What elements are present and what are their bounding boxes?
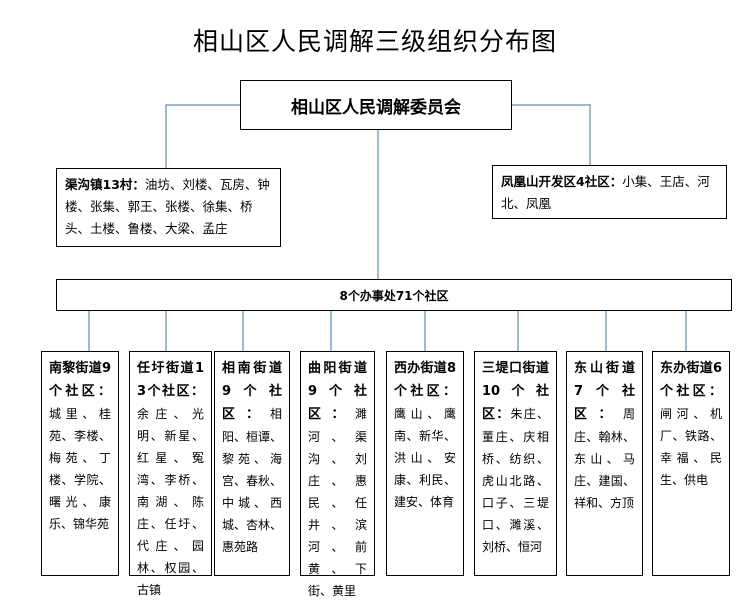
street-items: 相阳、桓谭、黎苑、海宫、春秋、中城、西城、杏林、惠苑路	[222, 407, 283, 554]
street-node: 南黎街道9个社区： 城里、桂苑、李楼、梅苑、丁楼、学院、曙光、康乐、锦华苑	[41, 351, 119, 576]
connector-lines	[88, 104, 687, 351]
root-node: 相山区人民调解委员会	[240, 80, 512, 130]
town-node-items: 油坊、刘楼、瓦房、钟楼、张集、郭王、张楼、徐集、桥头、土楼、鲁楼、大梁、孟庄	[65, 177, 270, 236]
street-name: 三堤口街道10个社区：	[482, 361, 549, 422]
street-node: 曲阳街道9个社区：濉河、渠沟、刘庄、惠民、任井、滨河、前黄、下街、黄里	[300, 351, 375, 598]
street-items: 濉河、渠沟、刘庄、惠民、任井、滨河、前黄、下街、黄里	[308, 407, 367, 598]
street-node: 东办街道6个社区： 闸河、机厂、铁路、幸福、民生、供电	[652, 351, 730, 576]
street-node: 三堤口街道10个社区：朱庄、董庄、庆相桥、纺织、虎山北路、口子、三堤口、濉溪、刘…	[474, 351, 557, 576]
street-items: 周庄、翰林、东山、马庄、建国、祥和、方顶	[574, 407, 635, 510]
street-name: 东山街道7个社区：	[574, 361, 635, 422]
street-name: 南黎街道9个社区：	[49, 361, 111, 399]
office-bar: 8个办事处71个社区	[56, 279, 732, 311]
street-name: 相南街道9个社区：	[222, 361, 282, 422]
street-items: 城里、桂苑、李楼、梅苑、丁楼、学院、曙光、康乐、锦华苑	[49, 407, 111, 531]
connector-left-branch	[165, 104, 240, 168]
street-name: 曲阳街道9个社区：	[308, 361, 367, 422]
street-node: 东山街道7个社区：周庄、翰林、东山、马庄、建国、祥和、方顶	[566, 351, 643, 576]
town-node-name: 渠沟镇13村：	[65, 177, 145, 192]
street-items: 鹰山、鹰南、新华、洪山、安康、利民、建安、体育	[394, 407, 456, 509]
street-node: 西办街道8个社区： 鹰山、鹰南、新华、洪山、安康、利民、建安、体育	[386, 351, 464, 576]
town-node: 渠沟镇13村：油坊、刘楼、瓦房、钟楼、张集、郭王、张楼、徐集、桥头、土楼、鲁楼、…	[56, 168, 281, 247]
street-name: 西办街道8个社区：	[394, 361, 456, 399]
street-items: 朱庄、董庄、庆相桥、纺织、虎山北路、口子、三堤口、濉溪、刘桥、恒河	[482, 407, 549, 554]
street-name: 东办街道6个社区：	[660, 361, 722, 399]
connector-right-branch	[512, 104, 591, 165]
street-node: 相南街道9个社区：相阳、桓谭、黎苑、海宫、春秋、中城、西城、杏林、惠苑路	[214, 351, 290, 576]
dev-zone-node-items: 小集、王店、河北、凤凰	[501, 174, 710, 211]
dev-zone-node-name: 凤凰山开发区4社区：	[501, 174, 623, 189]
street-items: 余庄、光明、新星、红星、冤湾、李桥、南湖、陈庄、任圩、代庄、园林、权园、古镇	[137, 407, 204, 597]
street-items: 闸河、机厂、铁路、幸福、民生、供电	[660, 407, 722, 487]
street-node: 任圩街道13个社区： 余庄、光明、新星、红星、冤湾、李桥、南湖、陈庄、任圩、代庄、…	[129, 351, 212, 597]
street-name: 任圩街道13个社区：	[137, 361, 204, 399]
dev-zone-node: 凤凰山开发区4社区：小集、王店、河北、凤凰	[492, 165, 727, 219]
page-title: 相山区人民调解三级组织分布图	[192, 27, 557, 56]
